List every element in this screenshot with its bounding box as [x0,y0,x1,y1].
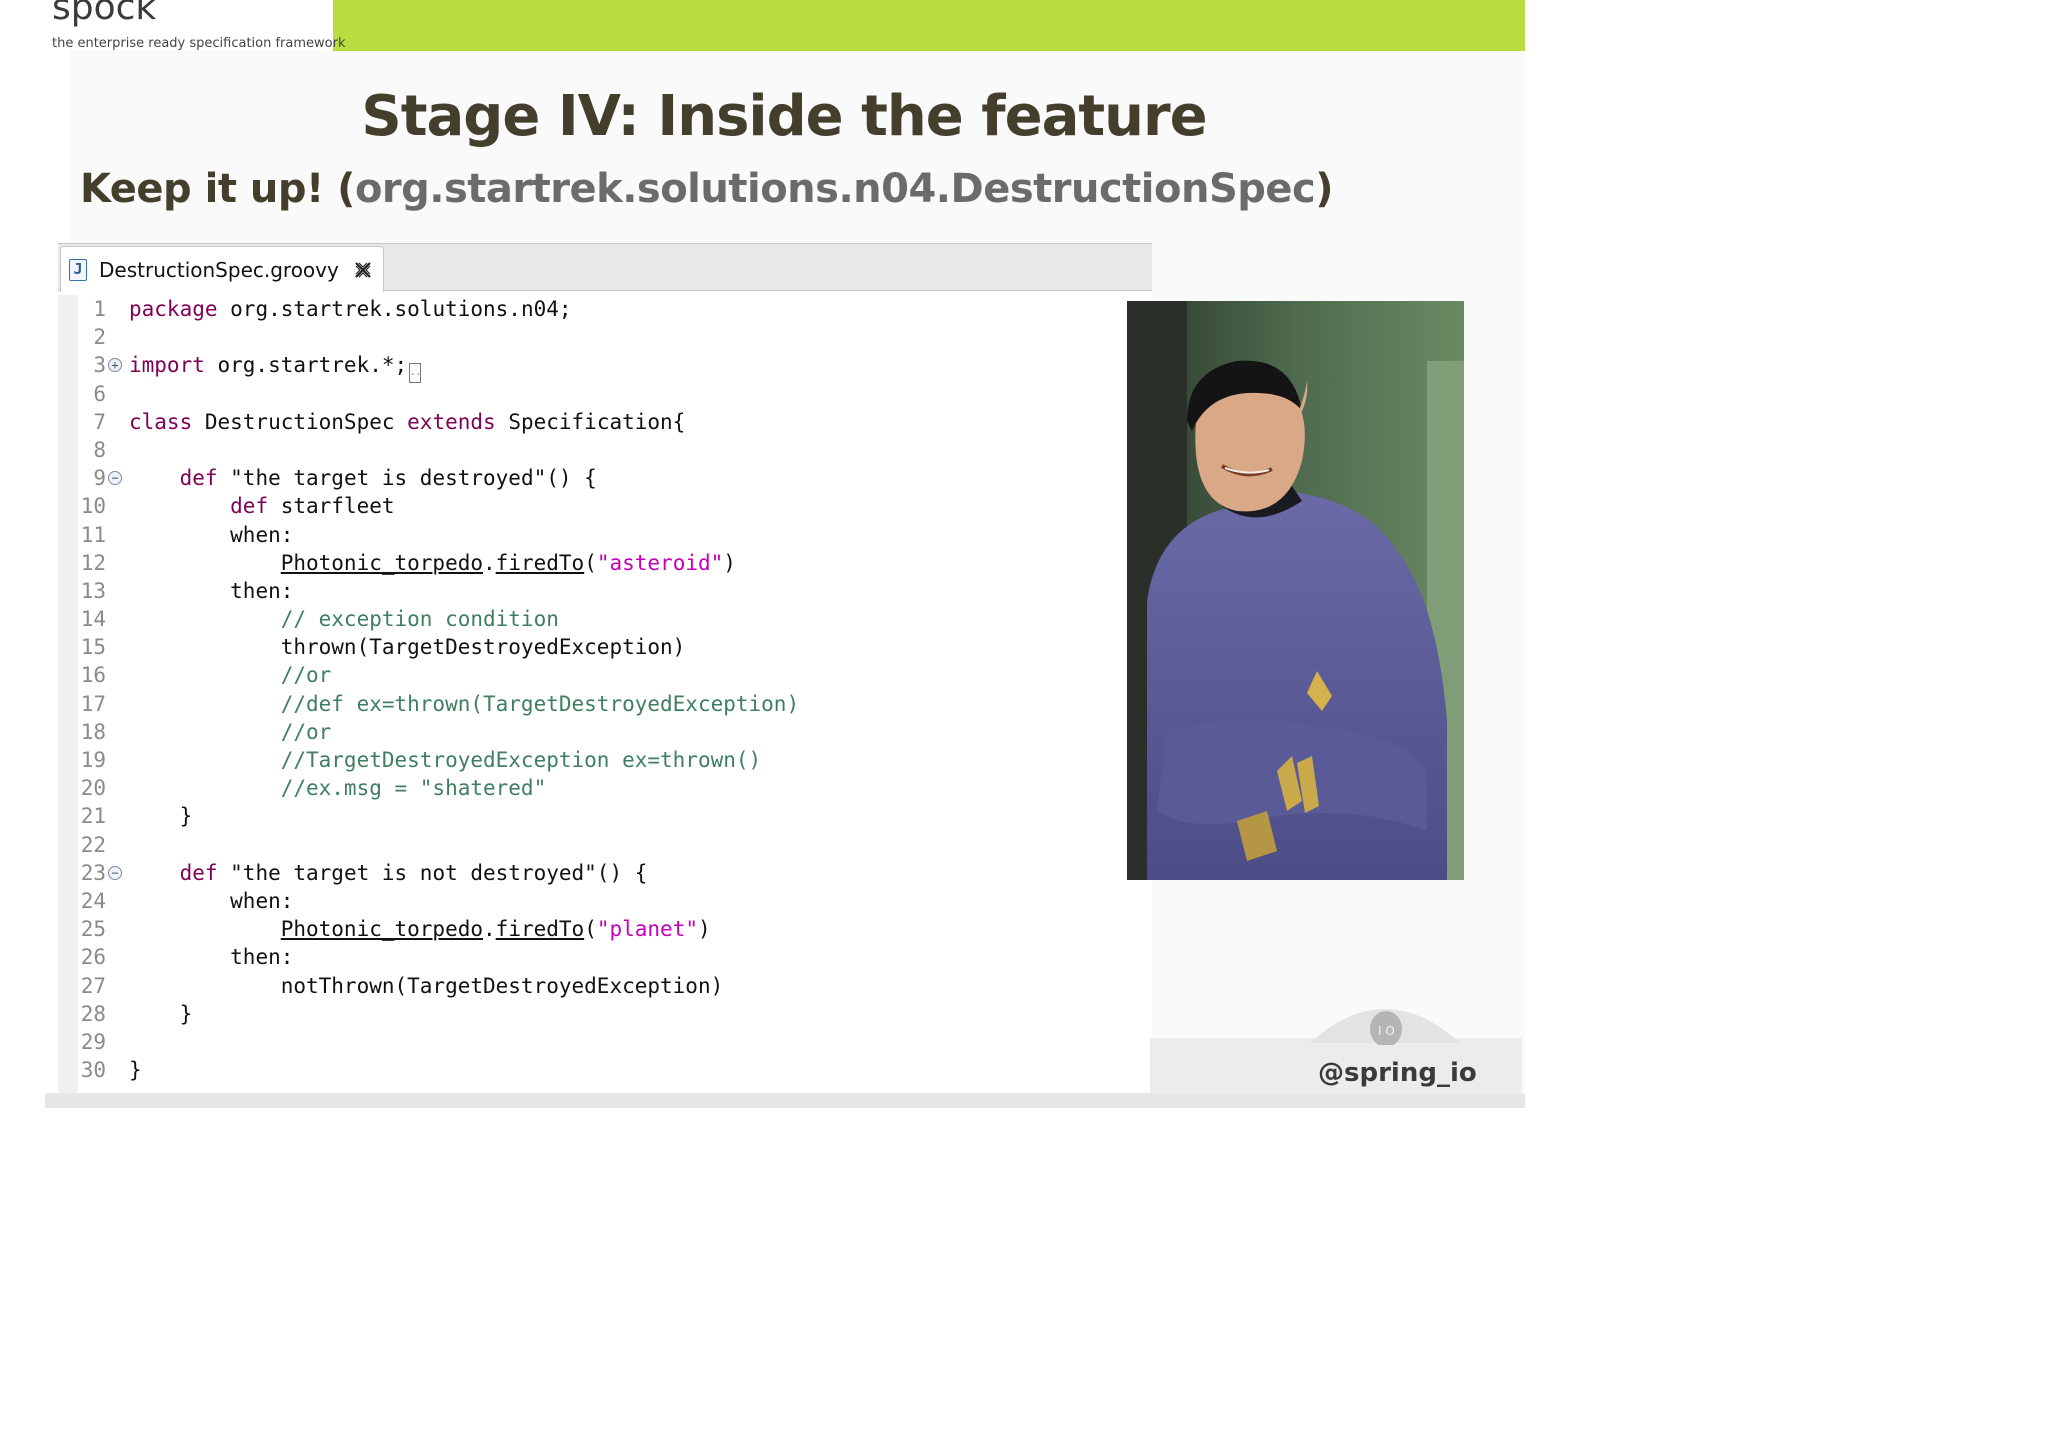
line-number: 20 [80,776,106,801]
header-accent-bar [333,0,1525,51]
svg-text:I O: I O [1378,1024,1395,1038]
line-number: 28 [80,1001,106,1026]
line-number: 13 [80,578,106,603]
line-number: 7 [93,409,106,434]
code-line: 10 def starfleet [58,492,1152,520]
code-line: 15 thrown(TargetDestroyedException) [58,633,1152,661]
line-number: 9 [93,466,106,491]
spring-io-badge-icon: I O [1310,1009,1460,1045]
code-line: 27 notThrown(TargetDestroyedException) [58,972,1152,1000]
spring-io-handle: @spring_io [1318,1058,1477,1088]
code-line: 18 //or [58,718,1152,746]
line-number: 21 [80,804,106,829]
code-line: 9− def "the target is destroyed"() { [58,464,1152,492]
line-number: 18 [80,719,106,744]
code-line: 16 //or [58,661,1152,689]
code-line: 17 //def ex=thrown(TargetDestroyedExcept… [58,690,1152,718]
line-number: 14 [80,607,106,632]
slide-title: Stage IV: Inside the feature [361,84,1207,149]
line-number: 30 [80,1058,106,1083]
line-number: 11 [80,522,106,547]
line-number: 22 [80,832,106,857]
code-line: 21 } [58,802,1152,830]
code-line: 23− def "the target is not destroyed"() … [58,859,1152,887]
code-line: 13 then: [58,577,1152,605]
logo-tagline: the enterprise ready specification frame… [52,36,346,51]
code-line: 6 [58,380,1152,408]
line-number: 2 [93,325,106,350]
code-line: 19 //TargetDestroyedException ex=thrown(… [58,746,1152,774]
code-line: 12 Photonic_torpedo.firedTo("asteroid") [58,549,1152,577]
line-number: 12 [80,550,106,575]
footer-badge-background [1150,1038,1522,1094]
footer-band [45,1093,1525,1108]
line-number: 23 [80,860,106,885]
line-number: 24 [80,888,106,913]
code-line: 22 [58,831,1152,859]
line-number: 17 [80,691,106,716]
line-number: 27 [80,973,106,998]
code-line: 29 [58,1028,1152,1056]
groovy-file-icon: J [69,259,87,281]
code-line: 8 [58,436,1152,464]
code-line: 26 then: [58,943,1152,971]
editor-gutter [58,295,78,1095]
line-number: 8 [93,437,106,462]
expand-fold-icon[interactable]: + [108,358,122,373]
tab-label: DestructionSpec.groovy [99,258,339,282]
code-line: 25 Photonic_torpedo.firedTo("planet") [58,915,1152,943]
code-line: 2 [58,323,1152,351]
line-number: 19 [80,748,106,772]
folded-imports-icon[interactable]: .. [409,363,422,384]
line-number: 15 [80,635,106,660]
line-number: 3 [93,353,106,378]
line-number: 29 [80,1029,106,1054]
code-line: 11 when: [58,521,1152,549]
code-line: 24 when: [58,887,1152,915]
subtitle-package: org.startrek.solutions.n04.DestructionSp… [354,166,1316,212]
editor-tab[interactable]: J DestructionSpec.groovy [60,246,384,292]
line-number: 26 [80,945,106,970]
editor-tab-strip: J DestructionSpec.groovy [58,243,1152,292]
close-tab-icon[interactable] [353,260,373,280]
spock-logo: spock [52,0,157,28]
line-number: 1 [93,297,106,321]
line-number: 10 [80,494,106,519]
code-line: 3+import org.startrek.*;.. [58,351,1152,384]
subtitle-suffix: ) [1315,166,1334,212]
code-line: 30} [58,1056,1152,1084]
slide-subtitle: Keep it up! (org.startrek.solutions.n04.… [80,166,1334,212]
spock-character-photo [1127,301,1464,880]
collapse-fold-icon[interactable]: − [108,471,122,486]
collapse-fold-icon[interactable]: − [108,865,122,880]
line-number: 16 [80,663,106,688]
code-line: 14 // exception condition [58,605,1152,633]
line-number: 6 [93,381,106,406]
line-number: 25 [80,917,106,942]
subtitle-prefix: Keep it up! ( [80,166,355,212]
code-line: 28 } [58,1000,1152,1028]
code-line: 20 //ex.msg = "shatered" [58,774,1152,802]
